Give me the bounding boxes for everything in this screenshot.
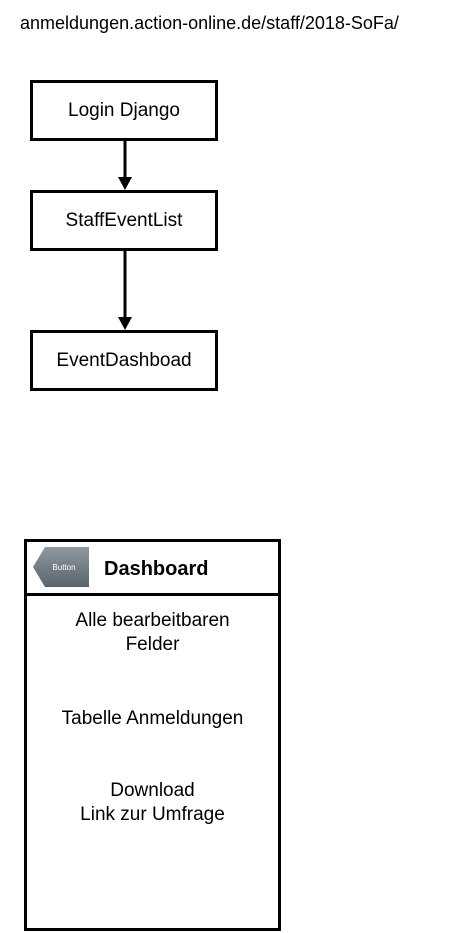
flow-step-staff-event-list: StaffEventList xyxy=(30,190,218,251)
flow-step-event-dashboard: EventDashboad xyxy=(30,330,218,391)
back-button-label: Button xyxy=(52,562,76,572)
dashboard-header: Button Dashboard xyxy=(27,542,278,596)
registrations-table-label: Tabelle Anmeldungen xyxy=(61,708,244,729)
dashboard-mockup: Button Dashboard Alle bearbeitbaren Feld… xyxy=(24,539,281,931)
editable-fields-label: Alle bearbeitbaren Felder xyxy=(75,610,230,655)
url-label: anmeldungen.action-online.de/staff/2018-… xyxy=(20,13,399,33)
dashboard-title: Dashboard xyxy=(104,558,209,580)
download-survey-item: Download Link zur Umfrage xyxy=(27,779,278,827)
arrow-login-to-stafflist xyxy=(118,141,132,190)
download-survey-label: Download Link zur Umfrage xyxy=(80,780,225,825)
flow-step-label: StaffEventList xyxy=(65,209,183,231)
editable-fields-item: Alle bearbeitbaren Felder xyxy=(27,609,278,657)
flow-step-label: EventDashboad xyxy=(56,349,192,371)
flow-step-login-django: Login Django xyxy=(30,80,218,141)
back-button[interactable]: Button xyxy=(33,547,89,587)
arrow-stafflist-to-dashboard xyxy=(118,251,132,330)
flow-step-label: Login Django xyxy=(68,99,180,121)
registrations-table-item: Tabelle Anmeldungen xyxy=(27,707,278,731)
